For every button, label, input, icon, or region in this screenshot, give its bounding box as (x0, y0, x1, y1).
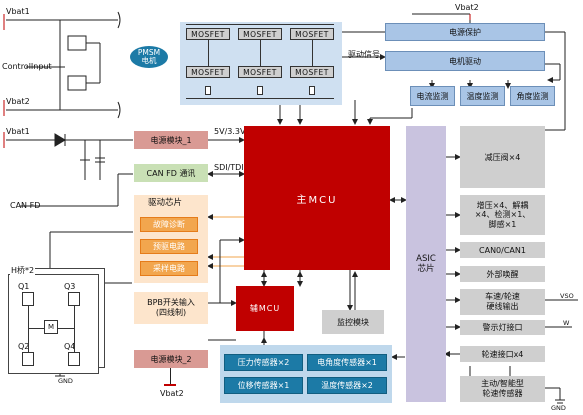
drive-signal-label: 驱动信号 (348, 50, 380, 59)
wheel-speed-interface-box: 轮速接口x4 (460, 346, 545, 362)
pmsm-motor: PMSM 电机 (130, 46, 168, 68)
mosfet-bottom-rail (186, 98, 334, 99)
main-mcu: 主MCU (244, 126, 390, 270)
mosfet-1: MOSFET (186, 28, 230, 40)
motor-drive-box: 电机驱动 (385, 51, 545, 71)
can-bus-box: CAN0/CAN1 (460, 242, 545, 258)
pressure-relief-valve-box: 减压阀×4 (460, 126, 545, 188)
asic-chip: ASIC 芯片 (406, 126, 446, 402)
displacement-sensor: 位移传感器×1 (224, 377, 303, 394)
angle-monitor-box: 角度监测 (510, 86, 555, 106)
vbat2-bottom-label: Vbat2 (160, 389, 184, 398)
pressure-sensor: 压力传感器×2 (224, 354, 303, 371)
driver-chip-title: 驱动芯片 (148, 198, 183, 208)
aux-mcu: 辅MCU (236, 286, 294, 331)
vso-label: VSO (560, 292, 574, 300)
sampling-circuit-box: 采样电路 (140, 261, 198, 276)
power-module-2-feed (170, 368, 171, 386)
voltage-label: 5V/3.3V (214, 127, 246, 136)
mosfet-2: MOSFET (238, 28, 282, 40)
w-label: W (563, 319, 570, 327)
transistor-q4 (68, 352, 80, 366)
fault-diagnosis-box: 故障诊断 (140, 217, 198, 232)
boost-decouple-box: 增压×4、解耦 ×4、检测×1、 脚感×1 (460, 195, 545, 235)
hbridge-right-leg (74, 306, 75, 352)
bpb-switch-input: BPB开关输入 (四线制) (134, 292, 208, 324)
vbat1-top-label: Vbat1 (6, 7, 30, 16)
transistor-q2 (22, 352, 34, 366)
power-protect-box: 电源保护 (385, 23, 545, 41)
temperature-sensor: 温度传感器×2 (307, 377, 387, 394)
speed-output-box: 车速/轮速 硬线输出 (460, 289, 545, 315)
mosfet-5: MOSFET (238, 66, 282, 78)
hbridge-motor: M (44, 320, 58, 334)
warning-light-box: 警示灯接口 (460, 320, 545, 335)
current-monitor-box: 电流监测 (410, 86, 455, 106)
mosfet-top-rail (186, 24, 334, 25)
can-fd-comm-box: CAN FD 通讯 (134, 164, 208, 182)
transistor-q3 (68, 292, 80, 306)
vbat1-label: Vbat1 (6, 127, 30, 136)
mosfet-6: MOSFET (290, 66, 334, 78)
q4-label: Q4 (64, 342, 76, 351)
pre-drive-circuit-box: 预驱电路 (140, 239, 198, 254)
mosfet-3: MOSFET (290, 28, 334, 40)
electric-angle-sensor: 电角度传感器×1 (307, 354, 387, 371)
shunt-resistor-2 (257, 86, 263, 95)
temp-monitor-box: 温度监测 (460, 86, 505, 106)
q1-label: Q1 (18, 282, 30, 291)
power-module-2: 电源模块_2 (134, 350, 208, 368)
mosfet-link-3 (312, 40, 313, 66)
vbat2-left-label: Vbat2 (6, 97, 30, 106)
transistor-q1 (22, 292, 34, 306)
shunt-resistor-3 (309, 86, 315, 95)
mosfet-link-2 (260, 40, 261, 66)
vbat2-bottom-mark (164, 384, 176, 386)
mosfet-4: MOSFET (186, 66, 230, 78)
q3-label: Q3 (64, 282, 76, 291)
external-wakeup-box: 外部唤醒 (460, 266, 545, 282)
vbat2-top-label: Vbat2 (455, 3, 479, 12)
control-input-label: ControlInput (2, 62, 52, 71)
q2-label: Q2 (18, 342, 30, 351)
active-wheel-speed-sensor-box: 主动/智能型 轮速传感器 (460, 376, 545, 402)
hbridge-title: H桥*2 (10, 266, 36, 276)
hbridge-gnd-label: GND (58, 377, 73, 385)
sdi-tdi-label: SDI/TDI (214, 163, 244, 172)
mosfet-link-1 (208, 40, 209, 66)
supervisor-module: 监控模块 (322, 310, 384, 334)
hbridge-left-leg (28, 306, 29, 352)
power-module-1: 电源模块_1 (134, 131, 208, 149)
shunt-resistor-1 (205, 86, 211, 95)
right-gnd-label: GND (551, 404, 566, 412)
can-fd-label: CAN FD (10, 201, 41, 210)
